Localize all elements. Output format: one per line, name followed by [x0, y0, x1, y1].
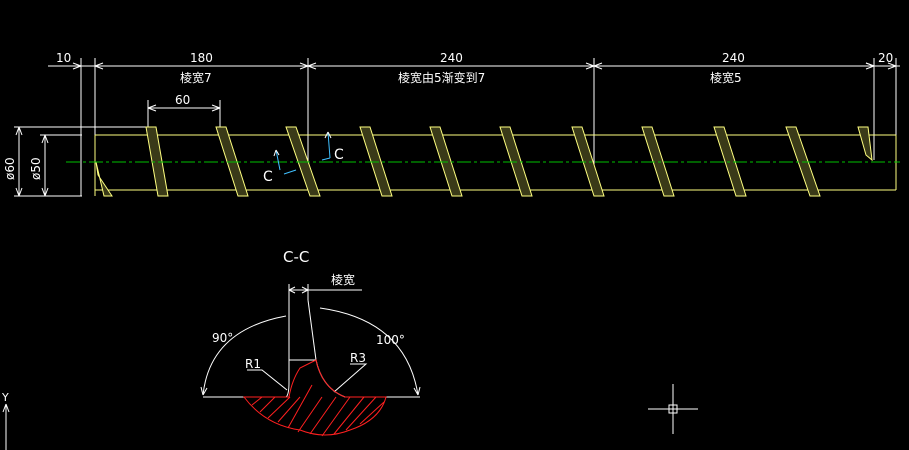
dim-dia-inner: ø50 [29, 157, 43, 180]
section-cut-marker [273, 131, 332, 175]
section-title: C-C [283, 248, 309, 266]
pitch-dimension [147, 100, 221, 130]
radius-r3-label: R3 [350, 351, 366, 365]
dim-dia-outer: ø60 [3, 157, 17, 180]
cut-label-left: C [263, 169, 273, 185]
land-width-label: 棱宽 [331, 272, 355, 287]
radius-r1-label: R1 [245, 357, 261, 371]
section-view [200, 284, 421, 437]
dim-180: 180 [190, 51, 213, 65]
zone-label-1: 棱宽7 [180, 70, 212, 85]
zone-label-2: 棱宽由5渐变到7 [398, 70, 485, 85]
angle-left-label: 90° [212, 331, 233, 345]
dimension-chain [48, 58, 900, 196]
dim-pitch: 60 [175, 93, 190, 107]
ucs-icon [2, 403, 10, 450]
screw-body [94, 134, 897, 196]
dim-240-b: 240 [722, 51, 745, 65]
cut-label-right: C [334, 147, 344, 163]
dim-240-a: 240 [440, 51, 463, 65]
dim-20: 20 [878, 51, 893, 65]
dim-10: 10 [56, 51, 71, 65]
ucs-y-label: Y [1, 391, 9, 404]
zone-label-3: 棱宽5 [710, 70, 742, 85]
angle-right-label: 100° [376, 333, 405, 347]
diameter-dimensions [14, 126, 150, 197]
crosshair-cursor[interactable] [648, 384, 698, 434]
